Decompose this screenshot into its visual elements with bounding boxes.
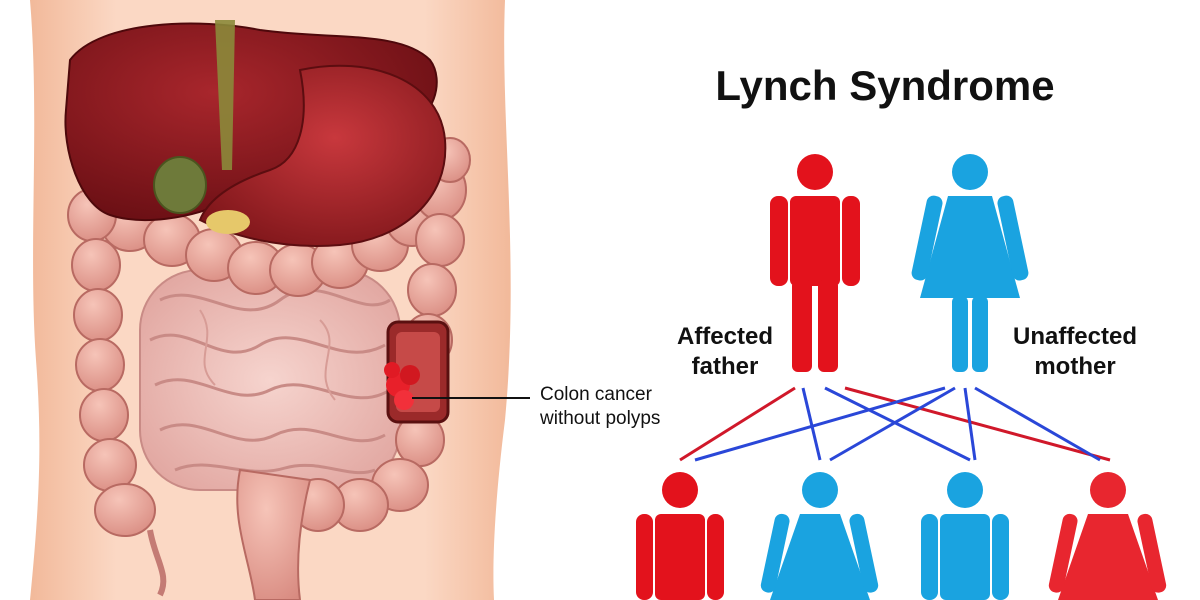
mother-label-line1: Unaffected bbox=[1012, 323, 1138, 350]
father-label-line1: Affected bbox=[676, 323, 773, 350]
child-affected-daughter-figure bbox=[1048, 472, 1167, 600]
callout-line2: without polyps bbox=[540, 408, 661, 429]
small-intestine bbox=[139, 269, 401, 491]
child-affected-son-figure bbox=[636, 472, 724, 600]
inheritance-lines bbox=[679, 386, 1111, 462]
stomach bbox=[198, 64, 447, 247]
gallbladder bbox=[153, 20, 235, 214]
affected-father-figure bbox=[770, 154, 860, 372]
diagram-title: Lynch Syndrome bbox=[715, 62, 1055, 109]
father-label-line2: father bbox=[691, 353, 759, 380]
mother-label: Unaffected mother bbox=[995, 322, 1155, 382]
colon-tumor-cutaway bbox=[384, 320, 450, 424]
callout-line1: Colon cancer bbox=[540, 384, 652, 405]
mother-label-line2: mother bbox=[1034, 353, 1116, 380]
colon-cancer-callout: Colon cancer without polyps bbox=[540, 383, 700, 431]
child-unaffected-son-figure bbox=[921, 472, 1009, 600]
unaffected-mother-figure bbox=[911, 154, 1029, 372]
father-label: Affected father bbox=[655, 322, 795, 382]
child-unaffected-daughter-figure bbox=[760, 472, 879, 600]
